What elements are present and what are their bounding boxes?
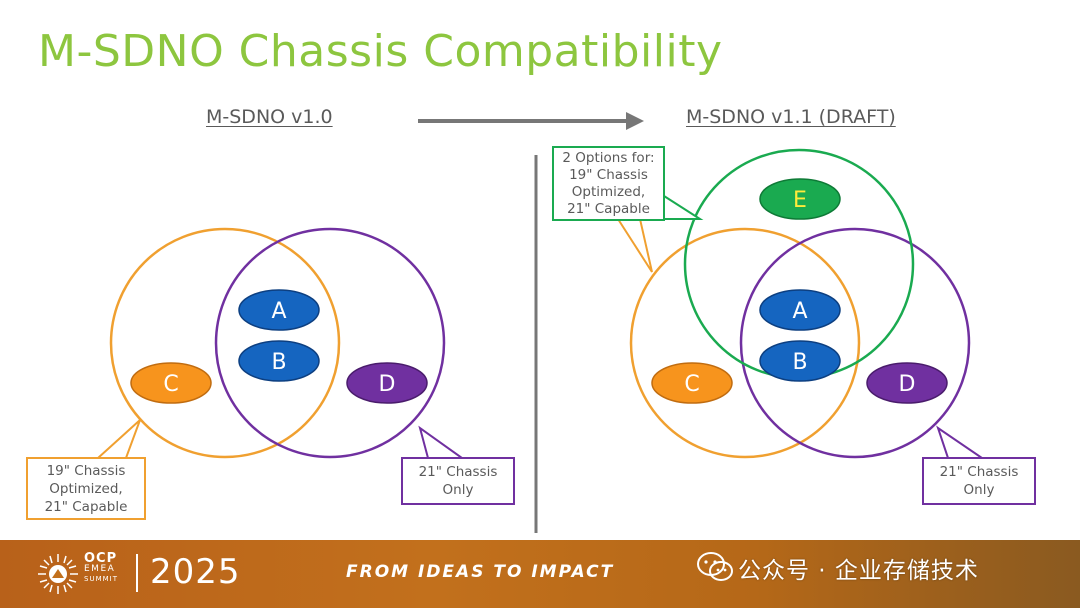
emea-label: EMEA xyxy=(84,564,116,574)
right-oval-e xyxy=(759,178,841,220)
callout-line: Only xyxy=(963,482,995,498)
callout-line: 21" Capable xyxy=(567,200,650,217)
footer-banner xyxy=(0,540,1080,608)
callout-line: Optimized, xyxy=(571,183,646,200)
right-callout-options-pointer-orange xyxy=(616,218,653,273)
right-oval-c xyxy=(651,362,733,404)
left-oval-a xyxy=(238,289,320,331)
left-oval-d-label: D xyxy=(379,372,396,397)
right-purple-circle xyxy=(739,227,971,459)
callout-line: 21" Chassis xyxy=(939,464,1019,480)
left-oval-d xyxy=(346,362,428,404)
right-version-label: M-SDNO v1.1 (DRAFT) xyxy=(686,106,896,128)
right-callout-21-pointer xyxy=(936,425,986,459)
footer-divider xyxy=(136,554,138,592)
left-oval-c-label: C xyxy=(163,372,178,397)
callout-line: 21" Chassis xyxy=(418,464,498,480)
transition-arrow xyxy=(418,112,644,130)
ocp-sunburst-logo-icon xyxy=(38,554,78,594)
ocp-label: OCP xyxy=(84,551,118,566)
left-oval-b xyxy=(238,340,320,382)
footer-tagline: FROM IDEAS TO IMPACT xyxy=(346,562,615,582)
right-oval-a xyxy=(759,289,841,331)
right-oval-d xyxy=(866,362,948,404)
left-oval-a-label: A xyxy=(271,299,286,324)
summit-label: SUMMIT xyxy=(84,575,118,583)
wechat-icon xyxy=(697,552,733,581)
left-callout-19-pointer xyxy=(95,419,141,459)
diagram-canvas: A B C D E A B C D xyxy=(95,112,986,533)
left-callout-21-chassis: 21" Chassis Only xyxy=(401,457,515,505)
right-oval-c-label: C xyxy=(684,372,699,397)
right-oval-a-label: A xyxy=(792,299,807,324)
left-orange-circle xyxy=(109,227,341,459)
right-orange-circle xyxy=(629,227,861,459)
right-callout-options-pointer-green xyxy=(663,194,704,220)
left-oval-c xyxy=(130,362,212,404)
right-oval-d-label: D xyxy=(899,372,916,397)
callout-line: Optimized, xyxy=(49,480,123,497)
right-oval-b xyxy=(759,340,841,382)
callout-line: 2 Options for: xyxy=(562,149,655,166)
left-callout-19-chassis: 19" Chassis Optimized, 21" Capable xyxy=(26,457,146,520)
right-callout-two-options: 2 Options for: 19" Chassis Optimized, 21… xyxy=(552,146,665,221)
right-callout-21-chassis: 21" Chassis Only xyxy=(922,457,1036,505)
callout-line: 21" Capable xyxy=(44,498,128,515)
left-version-label: M-SDNO v1.0 xyxy=(206,106,333,128)
right-oval-b-label: B xyxy=(792,350,807,375)
callout-line: 19" Chassis xyxy=(46,462,126,479)
ocp-emea-summit-wordmark: OCP EMEA SUMMIT xyxy=(84,551,118,584)
slide-title: M-SDNO Chassis Compatibility xyxy=(38,26,723,77)
callout-line: Only xyxy=(442,482,474,498)
wechat-watermark: 公众号 · 企业存储技术 xyxy=(738,558,979,584)
left-callout-21-pointer xyxy=(418,425,466,459)
right-oval-e-label: E xyxy=(793,188,807,213)
left-purple-circle xyxy=(214,227,446,459)
footer-year: 2025 xyxy=(150,552,241,592)
callout-line: 19" Chassis xyxy=(569,166,648,183)
left-oval-b-label: B xyxy=(271,350,286,375)
